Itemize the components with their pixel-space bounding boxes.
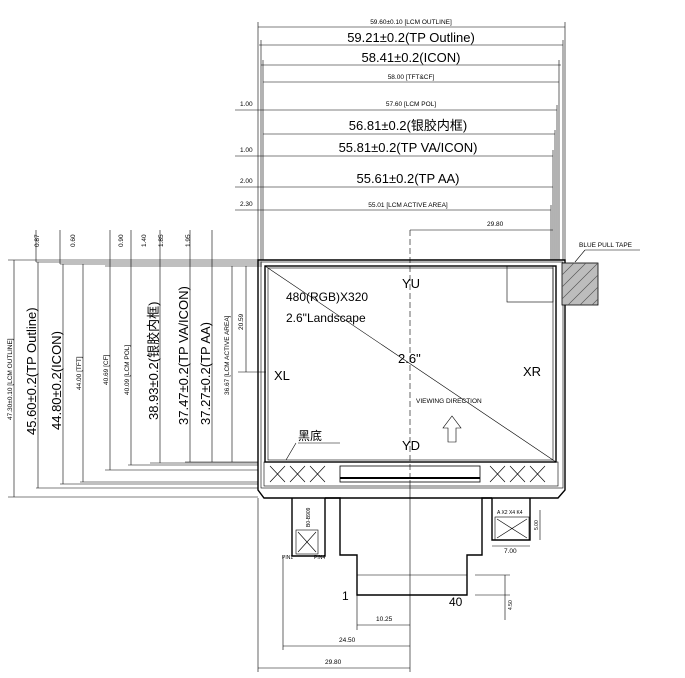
dim-lcm-pol-width: 57.60 [LCM POL] [386,101,436,108]
dim-lcm-outline-height: 47.30±0.10 [LCM OUTLINE] [7,338,14,420]
dim-tp-va-height: 37.47±0.2(TP VA/ICON) [176,286,191,425]
dim-cf-height: 40.69 [CF] [103,354,110,385]
top-offset-3: 1.40 [141,234,148,247]
blue-pull-tape: BLUE PULL TAPE [561,242,640,306]
dim-tft-height: 44.00 [TFT] [76,356,83,390]
top-offset-labels: 0.87 0.60 0.90 1.40 1.85 1.95 [34,230,213,266]
fpc-part-number: B0-B909 [306,507,312,527]
pin-1-number: 1 [342,589,349,603]
pin4-label: PIN4 [314,555,325,561]
top-offset-5: 1.95 [185,234,192,247]
dim-bezel-width: 56.81±0.2(银胶内框) [349,118,467,133]
pin-40-number: 40 [449,595,463,609]
dim-20-59: 20.59 [238,313,245,330]
top-offset-0: 0.87 [34,234,41,247]
dim-bezel-height: 38.93±0.2(银胶内框) [146,302,161,420]
dim-tft-cf-width: 58.00 [TFT&CF] [388,74,435,81]
top-offset-4: 1.85 [158,234,165,247]
top-extension-lines [257,22,566,260]
pin1-label: PIN1 [282,555,293,561]
black-base-label: 黑底 [298,428,322,443]
viewing-direction-label: VIEWING DIRECTION [416,398,482,405]
dim-tp-aa-height: 37.27±0.2(TP AA) [198,322,213,425]
top-offset-2: 0.90 [118,234,125,247]
offset-4: 2.30 [240,201,253,208]
dim-active-area-height: 36.67 [LCM ACTIVE AREA] [224,315,231,395]
top-offset-1: 0.60 [70,234,77,247]
dim-tp-outline-width: 59.21±0.2(TP Outline) [347,30,475,45]
dim-tp-aa-width: 55.61±0.2(TP AA) [356,171,459,186]
dim-icon-height: 44.80±0.2(ICON) [49,331,64,430]
fpc-assembly: B0-B909 PIN1 PIN4 A X2 X4 K4 7.00 5.00 1… [257,480,541,672]
dim-lcm-outline-width: 59.60±0.10 [LCM OUTLINE] [370,19,452,26]
viewing-arrow-icon [442,415,462,443]
diagonal-label: 2.6" [398,351,421,366]
top-width-dimensions: 59.60±0.10 [LCM OUTLINE] 59.21±0.2(TP Ou… [258,19,565,211]
xr-label: XR [523,364,541,379]
dim-29-80-bottom: 29.80 [325,659,342,666]
xl-label: XL [274,368,290,383]
left-offset-leaders: 1.00 1.00 2.00 2.30 [235,101,263,211]
offset-2: 1.00 [240,147,253,154]
blue-pull-tape-label: BLUE PULL TAPE [579,242,633,249]
dim-29-80-right: 29.80 [487,221,504,228]
dim-10-25: 10.25 [376,616,393,623]
dim-4-50: 4.50 [508,600,514,610]
lcm-module: 2.6" 29.80 480(RGB)X320 2.6"Landscape YU… [238,221,566,499]
dim-24-50: 24.50 [339,637,356,644]
dim-active-area-width: 55.01 [LCM ACTIVE AREA] [368,202,448,209]
dim-lcm-pol-height: 40.09 [LCM POL] [124,345,131,395]
size-label: 2.6"Landscape [286,311,366,325]
offset-1: 1.00 [240,101,253,108]
dim-tp-outline-height: 45.60±0.2(TP Outline) [24,307,39,435]
dim-tp-va-width: 55.81±0.2(TP VA/ICON) [339,140,478,155]
resolution-label: 480(RGB)X320 [286,290,368,304]
dim-5-00: 5.00 [534,520,540,530]
dim-icon-width: 58.41±0.2(ICON) [362,50,461,65]
dim-7-00: 7.00 [504,548,517,555]
yd-label: YD [402,438,420,453]
connector-label: A X2 X4 K4 [497,510,523,516]
left-height-dimensions: 47.30±0.10 [LCM OUTLINE] 45.60±0.2(TP Ou… [7,259,262,498]
yu-label: YU [402,276,420,291]
offset-3: 2.00 [240,178,253,185]
